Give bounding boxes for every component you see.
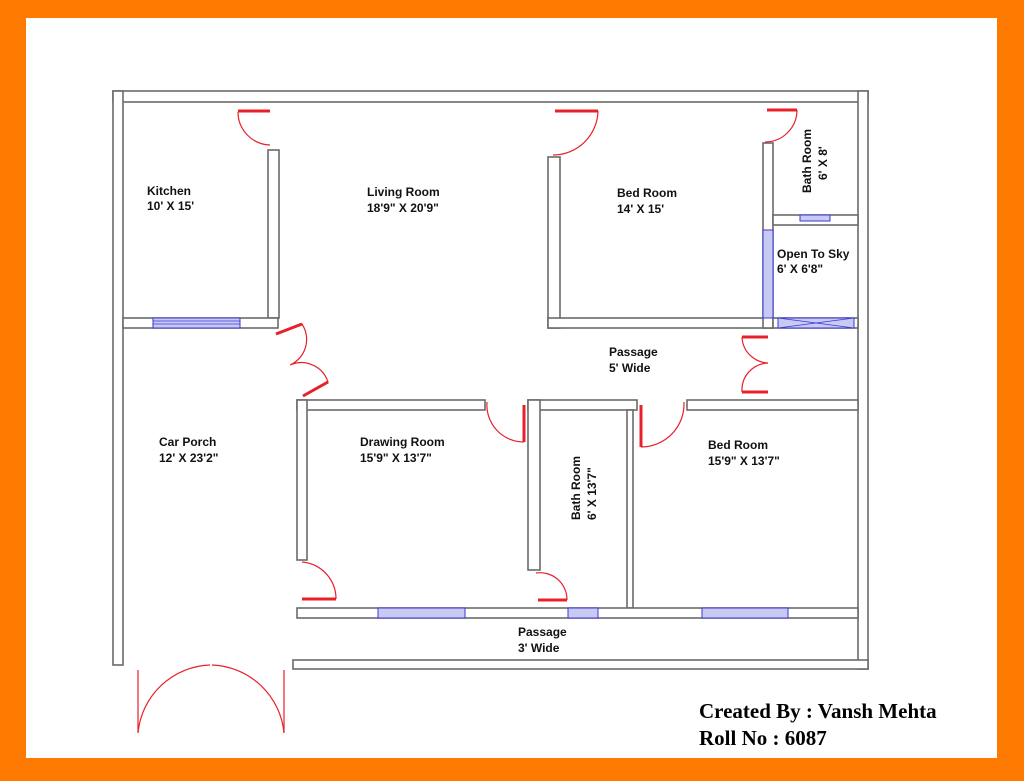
bath2-name: Bath Room [569, 456, 583, 520]
sky-size: 6' X 6'8" [777, 262, 823, 276]
passage1-size: 5' Wide [609, 361, 651, 375]
living-size: 18'9" X 20'9" [367, 201, 439, 215]
passage1-name: Passage [609, 345, 658, 359]
carporch-size: 12' X 23'2" [159, 451, 218, 465]
kitchen-name: Kitchen [147, 184, 191, 198]
drawing-name: Drawing Room [360, 435, 445, 449]
door-car-porch-gate [137, 664, 285, 734]
carporch-name: Car Porch [159, 435, 216, 449]
door-living-double [275, 323, 329, 397]
wall-bed1-bottom [547, 317, 774, 329]
window-bed2 [701, 607, 789, 619]
wall-top [112, 90, 869, 103]
bath1-name: Bath Room [800, 129, 814, 193]
window-bath2 [567, 607, 599, 619]
walls [112, 90, 869, 670]
doors [137, 108, 798, 734]
window-drawing [377, 607, 466, 619]
wall-kitchen-right [267, 149, 280, 319]
window-bath1 [799, 214, 831, 222]
bed1-name: Bed Room [617, 186, 677, 200]
bath2-size: 6' X 13'7" [585, 467, 599, 520]
drawing-sheet [26, 18, 997, 758]
door-drawing [486, 401, 525, 443]
wall-bottom [292, 659, 869, 670]
wall-drawing-top [296, 399, 486, 411]
bed2-name: Bed Room [708, 438, 768, 452]
created-by: Created By : Vansh Mehta [699, 699, 937, 723]
bath1-size: 6' X 8' [816, 146, 830, 180]
door-drawing-passage [301, 561, 337, 600]
passage2-size: 3' Wide [518, 641, 560, 655]
wall-bed2-top [686, 399, 859, 411]
door-bath1 [764, 109, 798, 143]
door-bed1 [552, 110, 599, 156]
room-labels: Kitchen 10' X 15' Living Room 18'9" X 20… [147, 129, 850, 655]
sky-name: Open To Sky [777, 247, 850, 261]
window-bed1 [762, 229, 774, 319]
wall-bath2-left [527, 399, 541, 571]
living-name: Living Room [367, 185, 440, 199]
window-kitchen [152, 317, 241, 329]
door-kitchen [237, 111, 271, 146]
roll-no: Roll No : 6087 [699, 726, 827, 750]
door-bath2 [535, 572, 568, 601]
wall-bed1-left [547, 156, 561, 329]
drawing-size: 15'9" X 13'7" [360, 451, 432, 465]
bed2-size: 15'9" X 13'7" [708, 454, 780, 468]
windows [152, 214, 855, 619]
kitchen-size: 10' X 15' [147, 199, 194, 213]
wall-bath2-right [626, 409, 634, 609]
wall-bath2-top [527, 399, 638, 411]
door-passage-double [741, 336, 769, 393]
wall-drawing-left [296, 399, 308, 561]
wall-right [857, 90, 869, 670]
passage2-name: Passage [518, 625, 567, 639]
bed1-size: 14' X 15' [617, 202, 664, 216]
wall-left [112, 90, 124, 666]
door-bed2 [640, 401, 685, 448]
